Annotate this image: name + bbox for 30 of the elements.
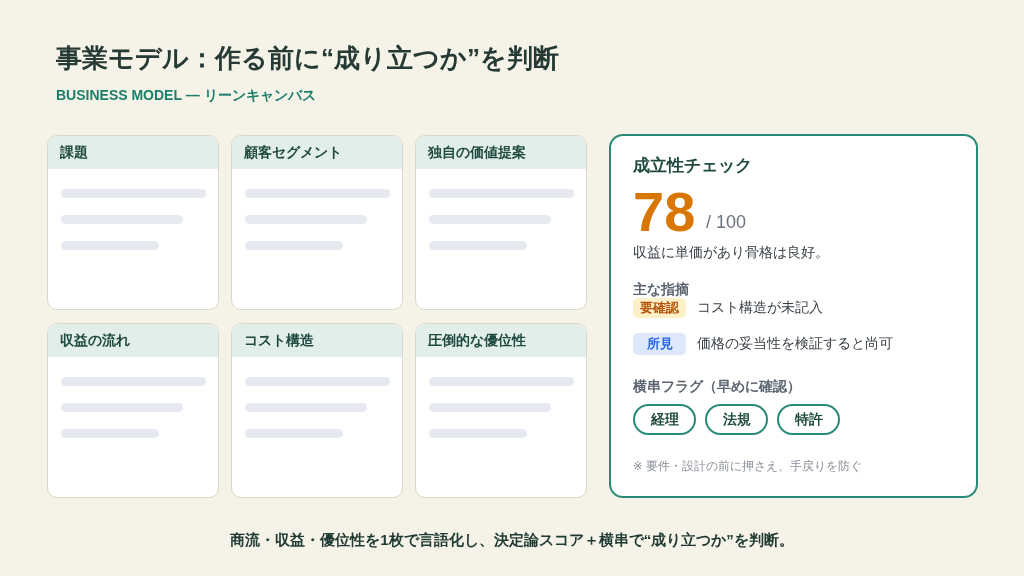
caption: 商流・収益・優位性を1枚で言語化し、決定論スコア＋横串で“成り立つか”を判断。 xyxy=(230,531,794,548)
card-header: 圧倒的な優位性 xyxy=(416,324,586,357)
panel-heading: 成立性チェック xyxy=(633,155,752,177)
canvas-card xyxy=(415,323,587,498)
card-header: 収益の流れ xyxy=(48,324,218,357)
subtitle: BUSINESS MODEL — リーンキャンバス xyxy=(56,86,316,105)
status-badge: 所見 xyxy=(633,333,686,355)
canvas-card xyxy=(415,135,587,310)
card-header: 顧客セグメント xyxy=(232,136,402,169)
section-label: 横串フラグ（早めに確認） xyxy=(633,378,801,396)
canvas-card xyxy=(47,135,219,310)
flag-tag: 特許 xyxy=(777,404,840,435)
flag-tag: 経理 xyxy=(633,404,696,435)
section-label: 主な指摘 xyxy=(633,281,689,299)
finding-text: 価格の妥当性を検証すると尚可 xyxy=(697,335,893,353)
flag-tag: 法規 xyxy=(705,404,768,435)
canvas-card xyxy=(47,323,219,498)
canvas-card xyxy=(231,323,403,498)
status-badge: 要確認 xyxy=(633,298,686,318)
card-header: 独自の価値提案 xyxy=(416,136,586,169)
card-header: 課題 xyxy=(48,136,218,169)
canvas-card xyxy=(231,135,403,310)
score-value: 78 xyxy=(633,184,696,240)
footnote: ※ 要件・設計の前に押さえ、手戻りを防ぐ xyxy=(633,459,862,474)
title: 事業モデル：作る前に“成り立つか”を判断 xyxy=(56,42,559,75)
finding-text: コスト構造が未記入 xyxy=(697,299,823,317)
score-max: / 100 xyxy=(706,211,747,233)
card-header: コスト構造 xyxy=(232,324,402,357)
summary-text: 収益に単価があり骨格は良好。 xyxy=(633,244,829,262)
score-panel xyxy=(609,134,978,498)
